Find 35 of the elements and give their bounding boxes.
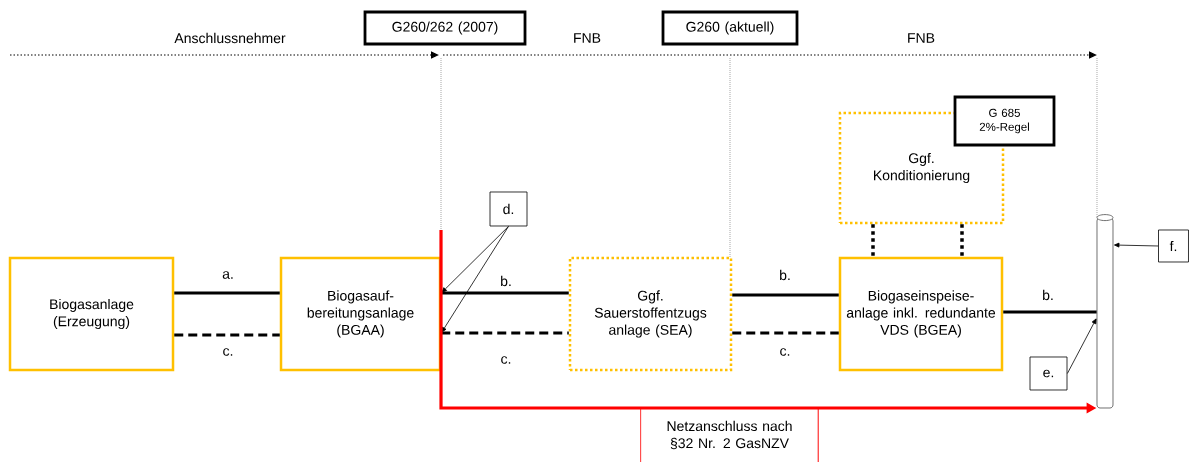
- edge-label: b.: [778, 268, 792, 282]
- pipeline: [441, 331, 569, 335]
- edge-label: b.: [499, 274, 513, 288]
- leader-line: [441, 226, 509, 293]
- callout-box: f.: [1158, 229, 1189, 263]
- callout-box: d.: [489, 191, 528, 227]
- process-box: Biogasanlage (Erzeugung): [8, 256, 175, 372]
- pipeline: [732, 331, 839, 335]
- pipeline: [174, 333, 280, 337]
- optional-process-box: Ggf. Sauerstoffentzugs anlage (SEA): [568, 256, 733, 372]
- region-label: FNB: [574, 33, 601, 43]
- note-box: Netzanschluss nach §32 Nr. 2 GasNZV: [640, 407, 819, 462]
- region-label: FNB: [908, 33, 935, 43]
- pipeline: [871, 224, 875, 257]
- leader-line: [441, 226, 509, 333]
- pipeline: [960, 224, 964, 257]
- process-box: Biogaseinspeise- anlage inkl. redundante VDS (BGEA): [838, 256, 1004, 372]
- pipeline: [441, 291, 569, 295]
- edge-label: c.: [499, 355, 513, 365]
- pipe-drawing: [1096, 214, 1114, 409]
- edge-label: a.: [221, 270, 235, 280]
- edge-label: b.: [1041, 288, 1055, 302]
- standard-box: G 685 2%-Regel: [953, 95, 1056, 147]
- region-label: Anschlussnehmer: [174, 32, 286, 44]
- process-box: Biogasauf- bereitungsanlage (BGAA): [279, 256, 442, 372]
- leader-line: [1067, 318, 1097, 374]
- pipeline: [1003, 310, 1097, 314]
- standard-box: G260/262 (2007): [363, 10, 527, 46]
- pipeline: [732, 293, 839, 297]
- leader-line: [1114, 242, 1159, 248]
- edge-label: c.: [778, 347, 792, 357]
- standard-box: G260 (aktuell): [661, 10, 799, 46]
- pipeline: [174, 291, 280, 295]
- callout-box: e.: [1029, 356, 1068, 391]
- edge-label: c.: [221, 347, 235, 357]
